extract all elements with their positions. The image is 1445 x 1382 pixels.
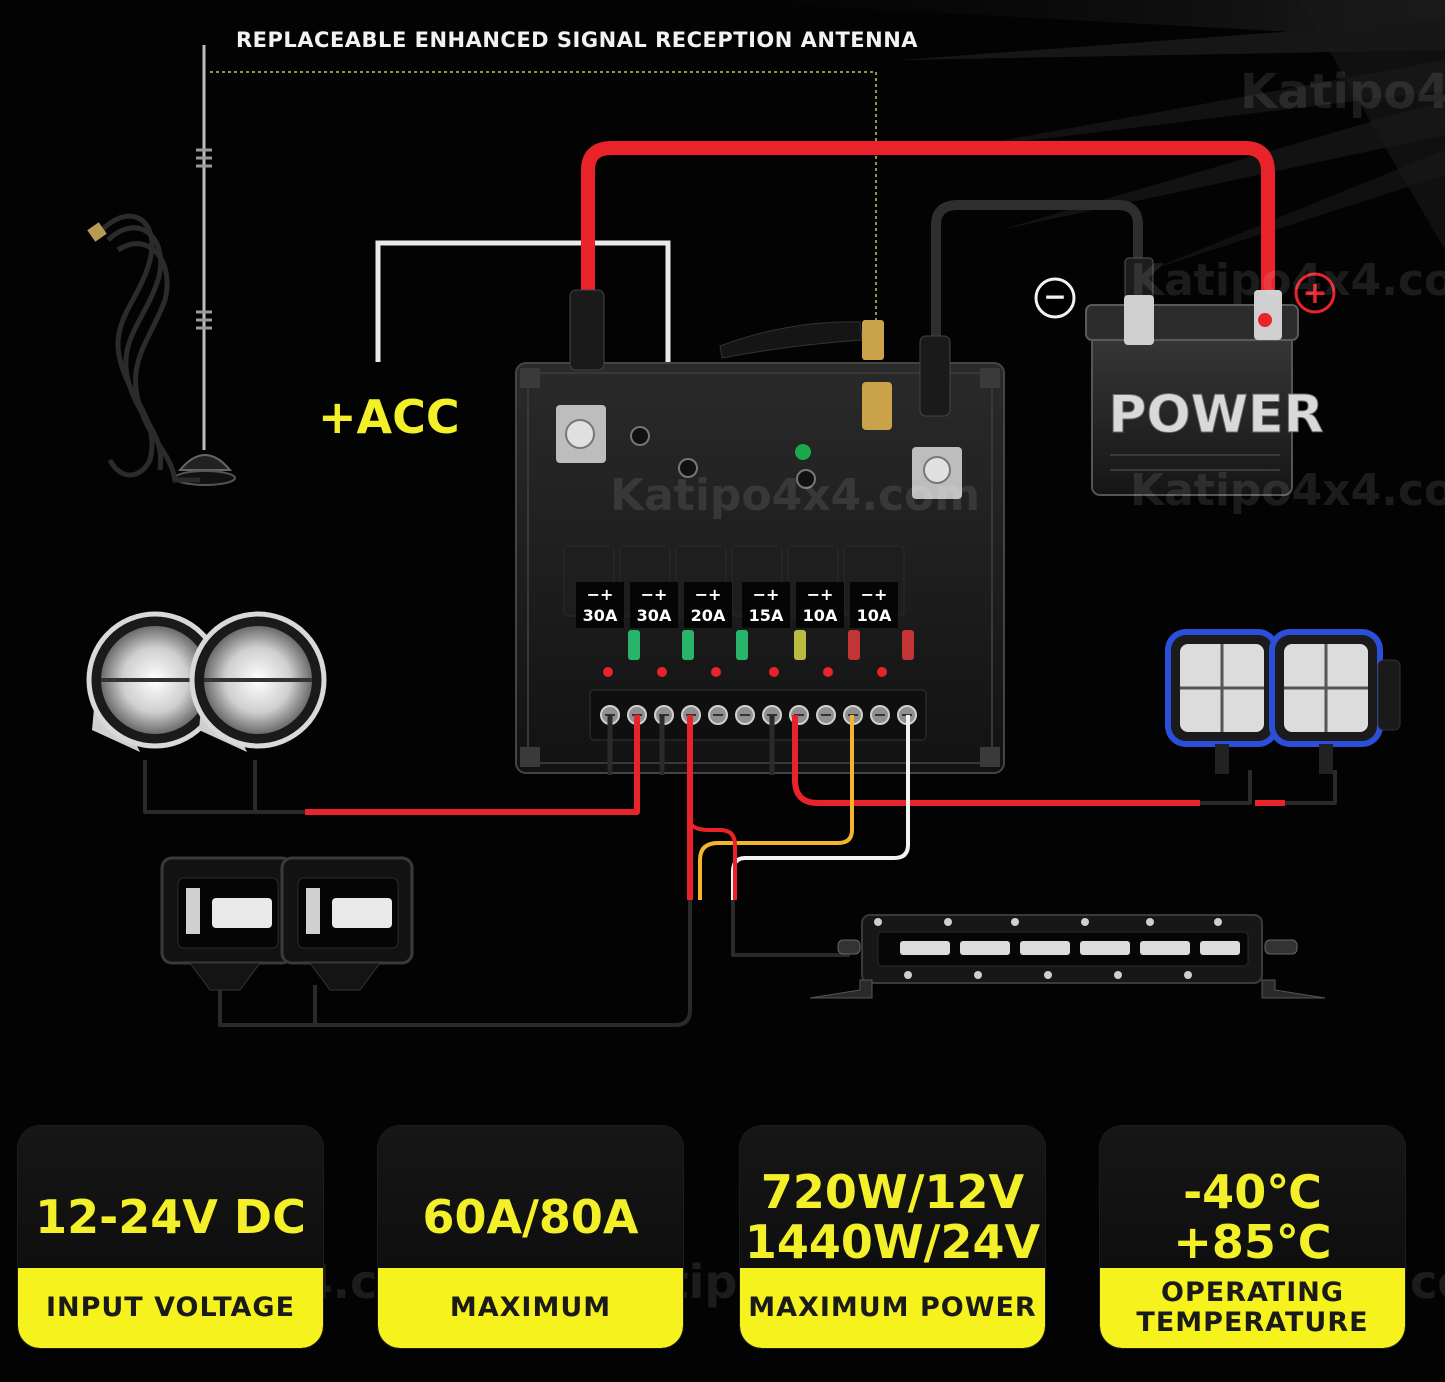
status-led [657, 667, 667, 677]
status-led [769, 667, 779, 677]
spec-caption: MAXIMUM [378, 1268, 683, 1348]
spec-caption-line: MAXIMUM [449, 1292, 612, 1323]
spec-caption: MAXIMUM POWER [740, 1268, 1045, 1348]
blade-fuse [628, 630, 640, 660]
battery-icon: POWER [1085, 257, 1324, 496]
spec-caption-line: OPERATING [1161, 1277, 1344, 1308]
blade-fuse [848, 630, 860, 660]
antenna-label: REPLACEABLE ENHANCED SIGNAL RECEPTION AN… [236, 28, 919, 52]
spec-value-line: 60A/80A [422, 1190, 639, 1244]
spec-value-line: 1440W/24V [744, 1215, 1041, 1269]
fuse-polarity: −+ [807, 585, 834, 604]
fuse-rating: 20A [691, 606, 726, 625]
fuse-polarity: −+ [753, 585, 780, 604]
fuse-label-box [742, 582, 790, 628]
battery-brand: POWER [1108, 385, 1323, 445]
blade-fuse [794, 630, 806, 660]
acc-label: +ACC [318, 390, 460, 444]
spec-value: 60A/80A [378, 1152, 683, 1282]
spec-caption-line: TEMPERATURE [1136, 1307, 1369, 1338]
spec-value-line: -40℃ [1183, 1165, 1322, 1219]
spec-card-maximum-current: 60A/80A MAXIMUM [378, 1126, 683, 1348]
positive-main-wire [581, 141, 1275, 300]
spec-card-maximum-power: 720W/12V 1440W/24V MAXIMUM POWER [740, 1126, 1045, 1348]
status-led [603, 667, 613, 677]
fuse-polarity: −+ [695, 585, 722, 604]
fuse-label-box [850, 582, 898, 628]
fuse-rating: 10A [803, 606, 838, 625]
spec-value: 12-24V DC [18, 1152, 323, 1282]
spec-value-line: +85℃ [1173, 1215, 1332, 1269]
fuse-label-box [630, 582, 678, 628]
spec-value: -40℃ +85℃ [1100, 1152, 1405, 1282]
negative-main-wire [931, 200, 1143, 345]
fuse-rating: 15A [749, 606, 784, 625]
spec-value-line: 720W/12V [760, 1165, 1025, 1219]
fuse-rating: 30A [637, 606, 672, 625]
blade-fuse [682, 630, 694, 660]
spec-card-input-voltage: 12-24V DC INPUT VOLTAGE [18, 1126, 323, 1348]
negative-terminal-icon: − [1034, 277, 1076, 319]
spec-card-operating-temperature: -40℃ +85℃ OPERATING TEMPERATURE [1100, 1126, 1405, 1348]
status-led [877, 667, 887, 677]
negative-symbol: − [1043, 280, 1066, 313]
fuse-strip: −+ 30A −+ 30A −+ 20A −+ 15A −+ 10A −+ 10A [576, 582, 914, 677]
fuse-rating: 30A [583, 606, 618, 625]
blade-fuse [736, 630, 748, 660]
blade-fuse [902, 630, 914, 660]
fuse-polarity: −+ [587, 585, 614, 604]
fuse-rating: 10A [857, 606, 892, 625]
spec-caption: OPERATING TEMPERATURE [1100, 1268, 1405, 1348]
fuse-label-box [576, 582, 624, 628]
spec-value: 720W/12V 1440W/24V [740, 1152, 1045, 1282]
round-led-light-icon [86, 611, 327, 752]
status-led [711, 667, 721, 677]
fuse-label-box [796, 582, 844, 628]
spec-caption: INPUT VOLTAGE [18, 1268, 323, 1348]
antenna-icon [87, 45, 236, 486]
status-led [823, 667, 833, 677]
cube-led-light-icon [160, 856, 414, 991]
spec-caption-line: MAXIMUM POWER [748, 1292, 1037, 1323]
spec-value-line: 12-24V DC [35, 1190, 306, 1244]
led-light-bar-icon [809, 914, 1326, 999]
antenna-leader-line [210, 71, 877, 330]
fuse-label-box [684, 582, 732, 628]
positive-symbol: + [1302, 276, 1327, 311]
spec-caption-line: INPUT VOLTAGE [45, 1292, 296, 1323]
output-wires [143, 715, 1337, 1027]
fuse-polarity: −+ [641, 585, 668, 604]
square-led-light-icon [1165, 629, 1401, 774]
background-streaks [700, 0, 1445, 270]
positive-terminal-icon: + [1294, 272, 1336, 314]
relay-control-box: −+ 30A −+ 30A −+ 20A −+ 15A −+ 10A −+ 10A [515, 289, 1005, 774]
fuse-polarity: −+ [861, 585, 888, 604]
